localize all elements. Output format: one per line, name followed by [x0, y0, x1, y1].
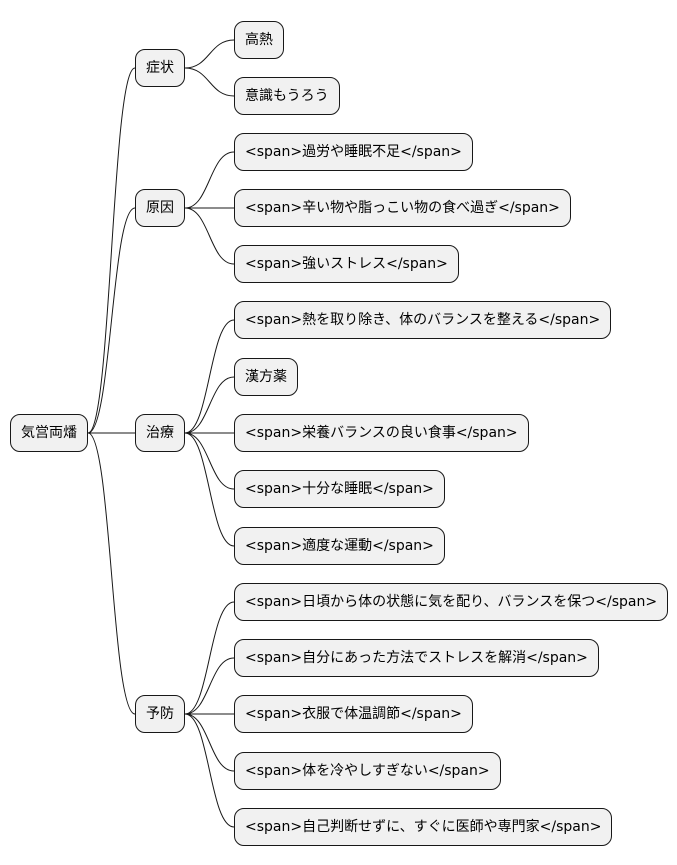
- leaf-node: <span>栄養バランスの良い食事</span>: [234, 414, 529, 452]
- connector-line: [184, 713, 235, 772]
- leaf-node: <span>適度な運動</span>: [234, 527, 445, 565]
- connector-line: [184, 207, 235, 265]
- leaf-node: 高熱: [234, 21, 284, 59]
- leaf-node: 意識もうろう: [234, 77, 340, 115]
- leaf-node: <span>衣服で体温調節</span>: [234, 695, 473, 733]
- branch-node-causes: 原因: [135, 189, 185, 227]
- branch-node-treatment: 治療: [135, 414, 185, 452]
- leaf-node: <span>熱を取り除き、体のバランスを整える</span>: [234, 301, 612, 339]
- branch-node-symptoms: 症状: [135, 49, 185, 87]
- connector-line: [184, 657, 235, 715]
- connector-line: [184, 151, 235, 209]
- connector-line: [184, 39, 235, 69]
- leaf-node: 漢方薬: [234, 358, 298, 396]
- root-node: 気営両燔: [10, 414, 88, 452]
- connector-line: [184, 319, 235, 434]
- leaf-node: <span>自己判断せずに、すぐに医師や専門家</span>: [234, 808, 613, 846]
- connector-line: [87, 432, 136, 715]
- leaf-node: <span>辛い物や脂っこい物の食べ過ぎ</span>: [234, 189, 571, 227]
- leaf-node: <span>過労や睡眠不足</span>: [234, 133, 473, 171]
- connector-line: [87, 67, 136, 434]
- connector-line: [184, 67, 235, 97]
- leaf-node: <span>十分な睡眠</span>: [234, 470, 445, 508]
- connector-line: [87, 207, 136, 434]
- connector-line: [184, 713, 235, 828]
- connector-line: [184, 601, 235, 715]
- connector-line: [184, 432, 235, 547]
- leaf-node: <span>体を冷やしすぎない</span>: [234, 752, 501, 790]
- leaf-node: <span>日頃から体の状態に気を配り、バランスを保つ</span>: [234, 583, 669, 621]
- branch-node-prevention: 予防: [135, 695, 185, 733]
- connector-line: [184, 376, 235, 434]
- leaf-node: <span>自分にあった方法でストレスを解消</span>: [234, 639, 599, 677]
- leaf-node: <span>強いストレス</span>: [234, 245, 459, 283]
- connector-line: [184, 432, 235, 490]
